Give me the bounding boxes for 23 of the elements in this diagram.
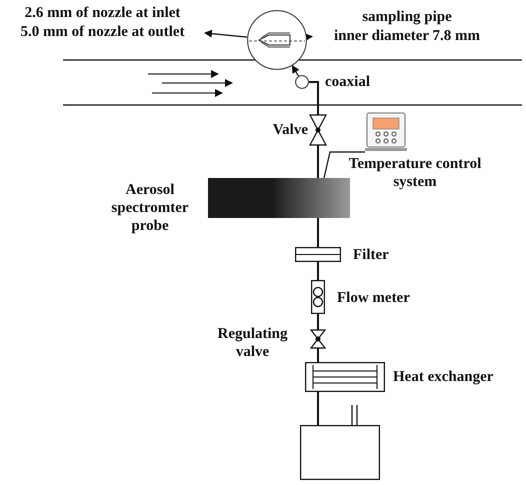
callout-text: sampling pipe: [361, 8, 453, 26]
callout-text: 5.0 mm of nozzle at outlet: [19, 23, 186, 41]
pipe-line: [317, 145, 319, 178]
component-label: Regulating valve: [216, 325, 288, 361]
pipe-line: [317, 348, 319, 362]
pipe-line: [317, 262, 319, 280]
component-label: Aerosol spectromter probe: [110, 181, 190, 235]
leader-line: [204, 30, 248, 38]
component-label: Valve: [272, 121, 308, 139]
part-label: coaxial: [325, 73, 370, 91]
component-label: Temperature control system: [348, 155, 482, 191]
connector-line: [323, 151, 365, 178]
component-label: Flow meter: [337, 289, 410, 307]
component-label: Heat exchanger: [393, 368, 494, 386]
pipe-line: [309, 81, 319, 115]
leader-line: [304, 33, 313, 42]
component-label: Filter: [353, 246, 389, 264]
callout-text: inner diameter 7.8 mm: [332, 27, 482, 45]
pipe-line: [317, 314, 319, 330]
pipe-line: [317, 392, 319, 425]
leader-line: [292, 64, 300, 76]
callout-text: 2.6 mm of nozzle at inlet: [24, 4, 182, 22]
pipe-line: [317, 218, 319, 247]
